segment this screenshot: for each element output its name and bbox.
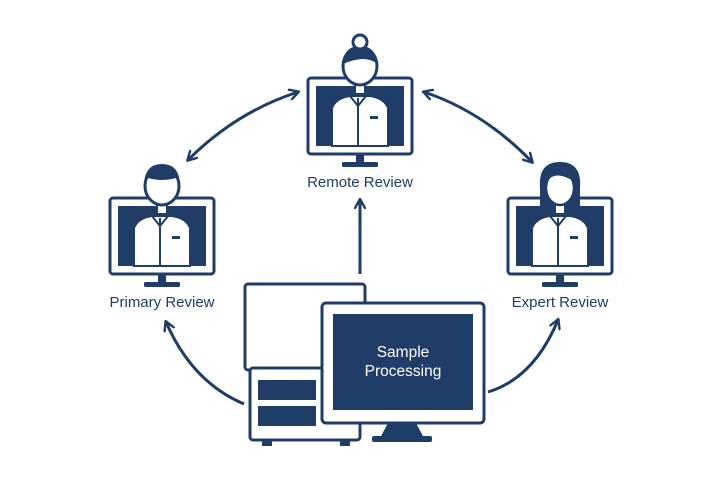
remote-review-label: Remote Review	[307, 174, 413, 191]
arrow-processing-to-expert	[487, 320, 558, 394]
primary-review-monitor	[108, 162, 216, 289]
arrow-remote-expert	[424, 92, 532, 162]
sample-processing-label-line1: Sample	[376, 344, 430, 361]
sample-processing-label: Sample Processing	[333, 343, 473, 381]
sample-processing-monitor	[320, 301, 486, 442]
remote-review-monitor	[306, 33, 414, 169]
flow-arrows	[166, 92, 558, 406]
arrow-processing-to-primary	[166, 322, 245, 406]
arrow-primary-remote	[188, 92, 298, 160]
sample-processing-label-line2: Processing	[364, 363, 442, 380]
expert-review-label: Expert Review	[511, 294, 609, 311]
expert-review-monitor	[506, 160, 614, 289]
primary-review-label: Primary Review	[109, 294, 215, 311]
